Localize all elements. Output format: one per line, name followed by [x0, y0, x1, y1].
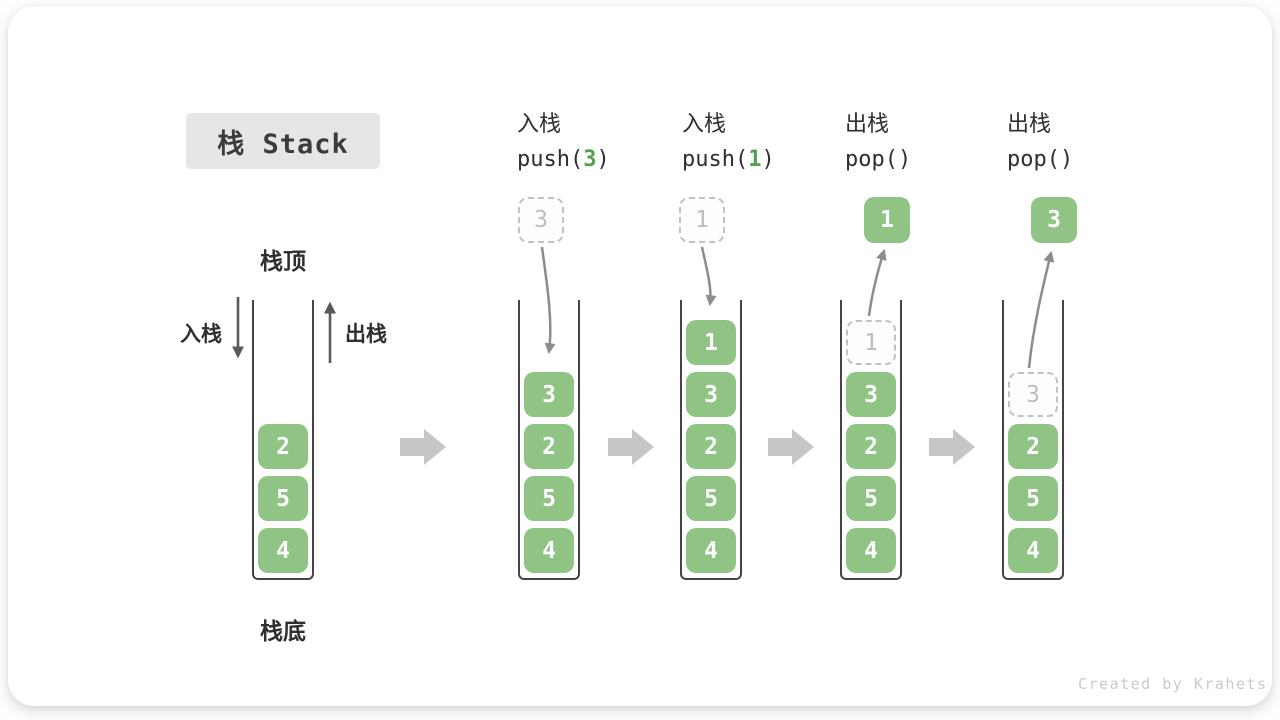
stack-cell: 5: [846, 476, 896, 521]
stage-header-push3: 入栈 push(3): [517, 107, 610, 177]
code-pre: pop(: [1007, 147, 1060, 172]
stack-cell: 5: [524, 476, 574, 521]
stack-cell: 3: [524, 372, 574, 417]
flow-arrow-icon: [929, 429, 975, 465]
stage-header-push1: 入栈 push(1): [682, 107, 775, 177]
code-post: ): [761, 147, 775, 172]
stack-cell: 2: [846, 424, 896, 469]
stage-op-code: push(1): [682, 142, 775, 177]
stack-cell: 4: [524, 528, 574, 573]
diagram-title: 栈 Stack: [186, 113, 380, 169]
stack-cell: 2: [524, 424, 574, 469]
flow-arrow-icon: [608, 429, 654, 465]
operand-box-pop1: 1: [864, 197, 910, 243]
stack-cell: 5: [1008, 476, 1058, 521]
stack-cell-ghost: 3: [1008, 372, 1058, 417]
stack-cell: 5: [258, 476, 308, 521]
stack-cell: 5: [686, 476, 736, 521]
watermark: Created by Krahets: [1078, 675, 1268, 693]
stack-cell: 3: [846, 372, 896, 417]
stage-op-label: 出栈: [1007, 112, 1052, 137]
stage-op-code: pop(): [1007, 142, 1073, 177]
pop-side-label: 出栈: [345, 322, 387, 346]
stack-top-label: 栈顶: [260, 249, 306, 275]
stage-op-label: 入栈: [682, 112, 727, 137]
flow-arrow-icon: [768, 429, 814, 465]
curved-arrow-push1-icon: [700, 246, 717, 307]
stack-cell: 2: [686, 424, 736, 469]
stage-op-code: pop(): [845, 142, 911, 177]
stage-op-label: 入栈: [517, 112, 562, 137]
code-post: ): [1059, 147, 1074, 172]
code-arg: 3: [583, 147, 597, 172]
code-pre: pop(: [845, 147, 898, 172]
code-arg: 1: [748, 147, 762, 172]
operand-box-push3: 3: [518, 197, 564, 243]
push-side-label: 入栈: [180, 322, 222, 346]
stage-header-pop1: 出栈 pop(): [845, 107, 911, 177]
stack-cell: 4: [258, 528, 308, 573]
stack-cell: 3: [686, 372, 736, 417]
code-post: ): [897, 147, 912, 172]
stack-cell: 4: [846, 528, 896, 573]
stack-cell: 2: [258, 424, 308, 469]
stack-bottom-label: 栈底: [260, 619, 306, 645]
stack-cell: 1: [686, 320, 736, 365]
stage-header-pop2: 出栈 pop(): [1007, 107, 1073, 177]
operand-box-push1: 1: [679, 197, 725, 243]
operand-box-pop2: 3: [1031, 197, 1077, 243]
code-pre: push(: [682, 147, 749, 172]
stage-op-label: 出栈: [845, 112, 890, 137]
stack-cell: 4: [1008, 528, 1058, 573]
stack-cell: 2: [1008, 424, 1058, 469]
code-post: ): [596, 147, 610, 172]
stage-op-code: push(3): [517, 142, 610, 177]
stack-cell-ghost: 1: [846, 320, 896, 365]
code-pre: push(: [517, 147, 584, 172]
flow-arrow-icon: [400, 429, 446, 465]
stack-cell: 4: [686, 528, 736, 573]
